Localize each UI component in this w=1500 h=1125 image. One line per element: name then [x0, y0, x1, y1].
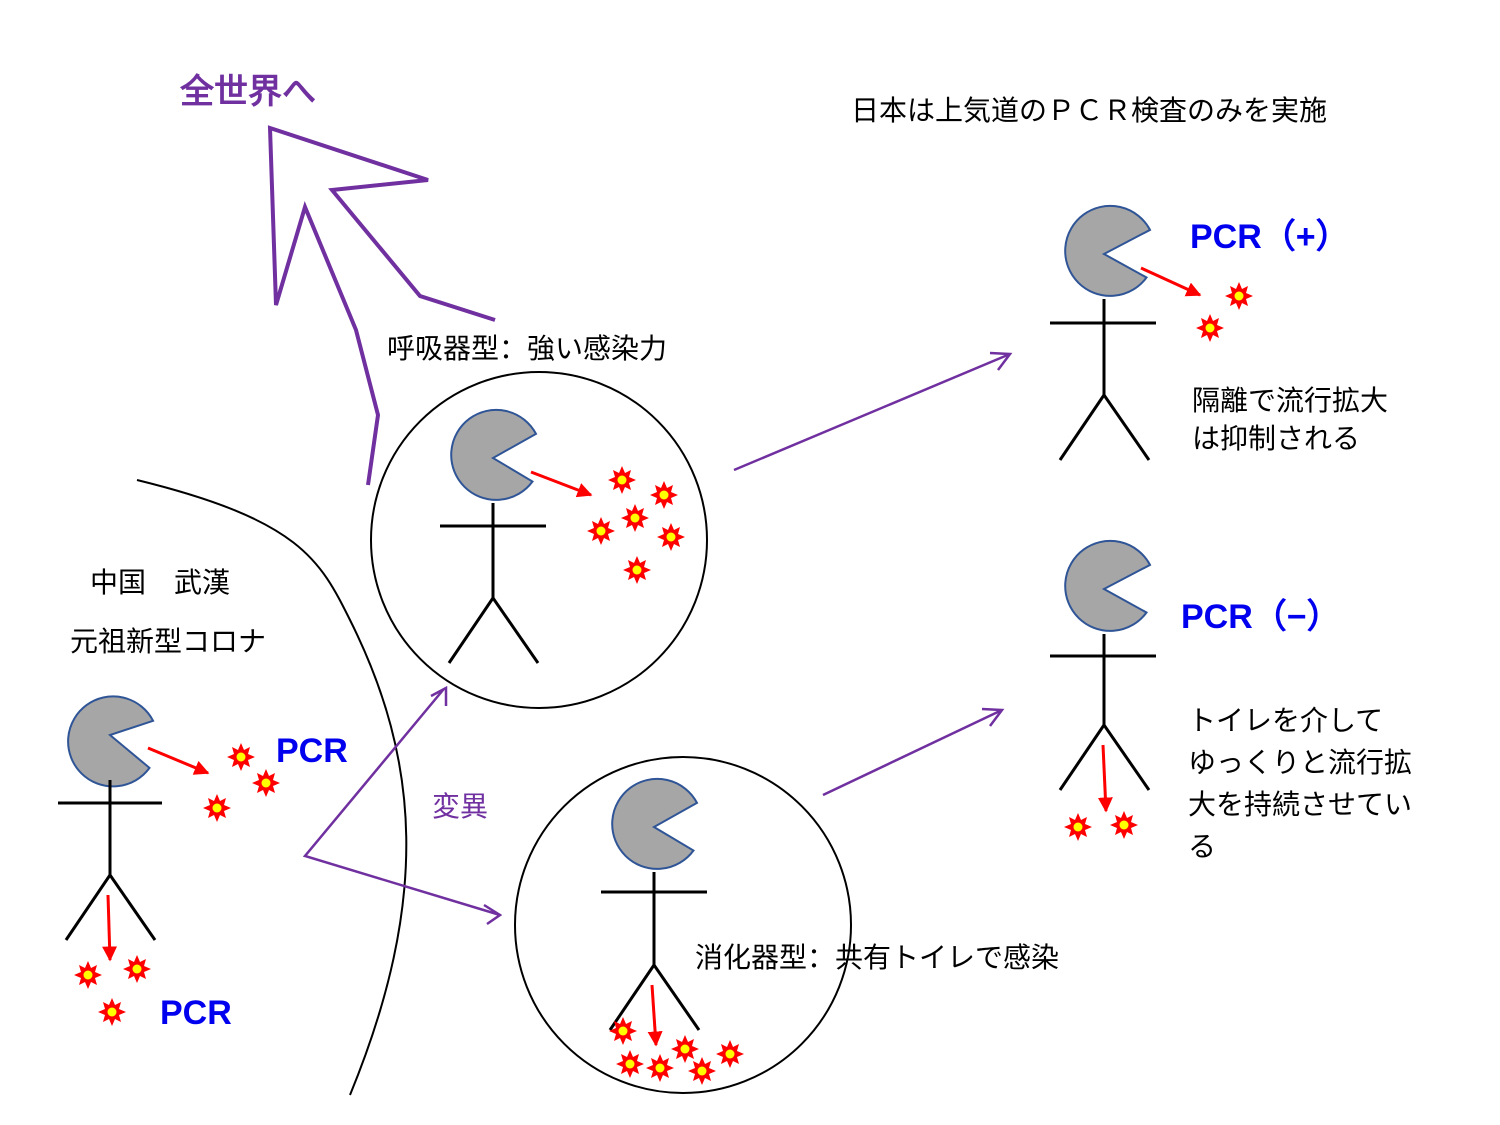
- digestive-label: 消化器型：共有トイレで感染: [695, 941, 1059, 974]
- wuhan-person: [58, 695, 162, 941]
- negative-note-line4: る: [1188, 830, 1216, 863]
- mutation-label: 変異: [432, 790, 488, 823]
- negative-person: [1050, 539, 1156, 791]
- respiratory-to-positive-arrow: [733, 352, 1011, 472]
- digestive-head: [611, 777, 699, 870]
- pcr-positive-label: PCR（+）: [1190, 217, 1350, 256]
- virus: [616, 1050, 644, 1078]
- virus: [657, 523, 685, 551]
- wuhan-label-line2: 元祖新型コロナ: [70, 625, 266, 658]
- virus: [646, 1054, 674, 1082]
- respiratory-head: [450, 408, 538, 501]
- virus: [1064, 813, 1092, 841]
- negative-stool-arrow: [1097, 744, 1113, 813]
- digestive-circle: [514, 756, 852, 1094]
- negative-note-line3: 大を持続させてい: [1188, 788, 1412, 821]
- digestive-person: [601, 777, 707, 1031]
- mutation-arrowhead-up: [430, 685, 448, 706]
- pcr-label-stool: PCR: [160, 994, 232, 1032]
- virus: [609, 1017, 637, 1045]
- virus: [98, 998, 126, 1026]
- virus: [623, 556, 651, 584]
- japan-pcr-note: 日本は上気道のＰＣＲ検査のみを実施: [851, 94, 1327, 127]
- virus: [1196, 314, 1224, 342]
- respiratory-circle: [370, 371, 708, 709]
- digestive-stool-arrow: [647, 984, 663, 1047]
- arrowhead: [981, 707, 1005, 727]
- virus: [671, 1035, 699, 1063]
- virus: [123, 955, 151, 983]
- arrowhead: [989, 351, 1013, 371]
- negative-note-line2: ゆっくりと流行拡: [1188, 746, 1412, 779]
- respiratory-person: [440, 408, 546, 664]
- boundary-curve: [136, 479, 408, 1096]
- mutation-arrow: [302, 689, 501, 917]
- positive-note-line1: 隔離で流行拡大: [1192, 384, 1388, 417]
- respiratory-mouth-arrow: [530, 470, 593, 498]
- negative-head: [1064, 539, 1152, 632]
- positive-note-line2: は抑制される: [1192, 422, 1360, 455]
- positive-head: [1064, 204, 1152, 297]
- virus: [587, 517, 615, 545]
- pcr-negative-label: PCR（−）: [1181, 597, 1341, 636]
- virus: [688, 1057, 716, 1085]
- pcr-label-mouth: PCR: [276, 732, 348, 770]
- digestive-to-negative-arrow: [822, 708, 1003, 797]
- positive-mouth-arrow: [1140, 266, 1202, 297]
- virus: [621, 504, 649, 532]
- virus: [227, 743, 255, 771]
- wuhan-mouth-arrow: [147, 746, 210, 775]
- wuhan-head: [67, 695, 155, 788]
- world-arrow: [267, 125, 496, 486]
- virus: [74, 961, 102, 989]
- positive-person: [1050, 204, 1156, 461]
- wuhan-label-line1: 中国 武漢: [90, 566, 230, 599]
- virus: [203, 794, 231, 822]
- mutation-arrowhead-down: [483, 903, 503, 926]
- virus: [1110, 811, 1138, 839]
- respiratory-label: 呼吸器型：強い感染力: [387, 332, 667, 365]
- world-arrow-label: 全世界へ: [179, 72, 316, 112]
- virus: [650, 481, 678, 509]
- negative-note-line1: トイレを介して: [1188, 704, 1383, 737]
- virus: [608, 466, 636, 494]
- virus: [252, 769, 280, 797]
- wuhan-stool-arrow: [102, 894, 118, 962]
- virus: [716, 1040, 744, 1068]
- virus: [1225, 282, 1253, 310]
